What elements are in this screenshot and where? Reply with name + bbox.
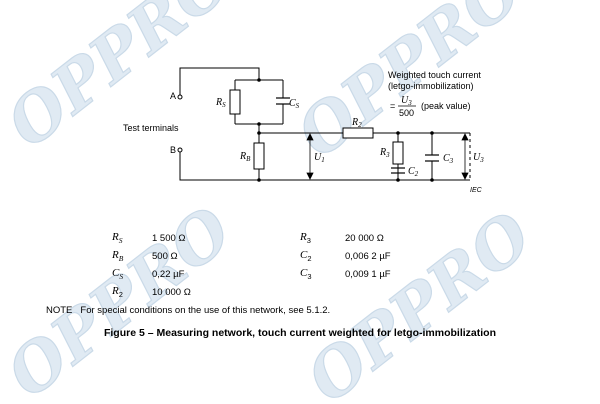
param-symbol: R2 (112, 284, 123, 300)
note-label: NOTE (46, 305, 73, 316)
param-symbol: R3 (300, 230, 311, 246)
figure-caption: Figure 5 – Measuring network, touch curr… (103, 327, 497, 339)
table-row: RS 1 500 Ω R3 20 000 Ω (112, 229, 391, 247)
param-value: 20 000 Ω (345, 232, 384, 244)
capacitor-cs (276, 97, 290, 105)
resistor-r2 (342, 127, 374, 139)
terminal-b-node (177, 147, 183, 153)
label-u3: U3 (473, 152, 484, 164)
resistor-rb (253, 142, 265, 170)
capacitor-c3 (425, 154, 439, 162)
label-rb: RB (239, 151, 251, 163)
label-r2: R2 (351, 117, 362, 129)
junction-dots (257, 78, 434, 182)
label-cs: CS (289, 98, 300, 110)
param-value: 0,009 1 µF (345, 268, 391, 280)
param-value: 0,006 2 µF (345, 250, 391, 262)
terminal-b-label: B (170, 145, 176, 155)
table-row: RB 500 Ω C2 0,006 2 µF (112, 247, 391, 265)
formula-note: (peak value) (421, 101, 471, 111)
param-symbol: RB (112, 248, 124, 264)
weighted-label-line2: (letgo-immobilization) (388, 81, 474, 91)
voltage-arrow-u3 (461, 133, 469, 180)
formula-denominator: 500 (399, 108, 414, 118)
table-row: CS 0,22 µF C3 0,009 1 µF (112, 265, 391, 283)
resistor-r3 (392, 141, 404, 165)
terminal-a-label: A (170, 91, 176, 101)
param-value: 0,22 µF (152, 268, 185, 280)
circuit-diagram: Weighted touch current (letgo-immobiliza… (123, 67, 484, 194)
formula-equals: = (390, 101, 395, 111)
label-r3: R3 (379, 147, 390, 159)
formula-numerator: U3 (401, 95, 412, 107)
voltage-arrow-u1 (306, 133, 314, 180)
weighted-label-line1: Weighted touch current (388, 70, 481, 80)
param-value: 10 000 Ω (152, 286, 191, 298)
param-symbol: C3 (300, 266, 312, 282)
label-c3: C3 (443, 153, 454, 165)
note: NOTE For special conditions on the use of… (46, 305, 330, 316)
param-value: 1 500 Ω (152, 232, 186, 244)
param-symbol: RS (112, 230, 123, 246)
note-text: For special conditions on the use of thi… (80, 305, 331, 316)
param-symbol: C2 (300, 248, 312, 264)
terminal-a-node (177, 94, 183, 100)
parameter-table: RS 1 500 Ω R3 20 000 Ω RB 500 Ω C2 0,006… (112, 229, 391, 301)
param-symbol: CS (112, 266, 124, 282)
label-u1: U1 (314, 152, 325, 164)
resistor-rs (229, 89, 241, 115)
iec-label: IEC (470, 187, 483, 194)
param-value: 500 Ω (152, 250, 178, 262)
label-c2: C2 (408, 166, 419, 178)
test-terminals-label: Test terminals (123, 123, 179, 133)
table-row: R2 10 000 Ω (112, 283, 391, 301)
label-rs: RS (215, 97, 226, 109)
